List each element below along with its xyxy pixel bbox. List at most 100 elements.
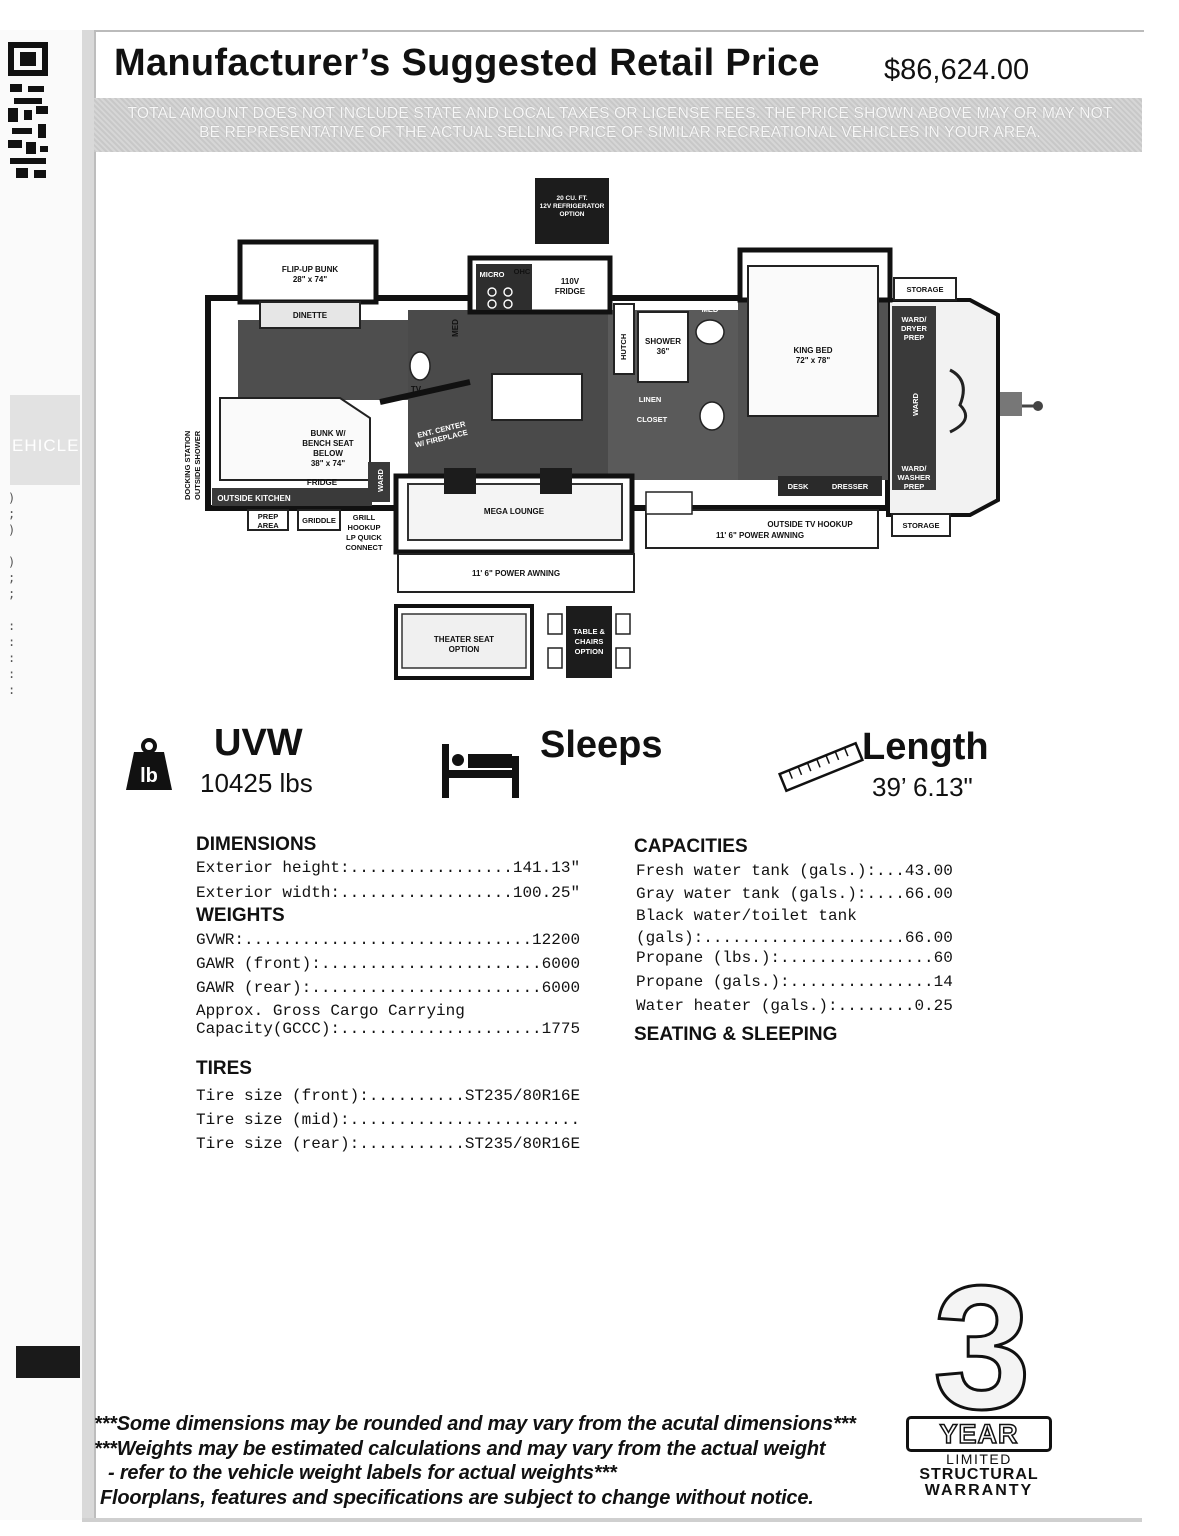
mega-lounge-label: MEGA LOUNGE	[484, 507, 545, 516]
ward-dryer-label-2: DRYER	[901, 324, 928, 333]
length-label: Length	[862, 726, 989, 768]
price-notice-line1: TOTAL AMOUNT DOES NOT INCLUDE STATE AND …	[127, 105, 1113, 122]
bed-icon	[442, 744, 519, 798]
toilet	[699, 401, 725, 431]
theater-seat-label-1: THEATER SEAT	[434, 635, 494, 644]
theater-seat-label-2: OPTION	[449, 645, 480, 654]
dimensions-header: DIMENSIONS	[196, 834, 317, 855]
dinette-label: DINETTE	[293, 311, 328, 320]
page-frame-bottom	[82, 1518, 1142, 1522]
ward-left-label: WARD	[376, 469, 385, 492]
flip-bunk-label-2: 28" x 74"	[293, 275, 327, 284]
bottom-awning	[397, 553, 635, 593]
price-notice-line2: BE REPRESENTATIVE OF THE ACTUAL SELLING …	[199, 124, 1041, 141]
seating-sleeping-header: SEATING & SLEEPING	[634, 1024, 838, 1045]
outside-kitchen-label: OUTSIDE KITCHEN	[217, 494, 291, 503]
awning-right-label: 11' 6" POWER AWNING	[716, 531, 804, 540]
price-notice-bar	[94, 98, 1142, 152]
ohc-label: OHC	[514, 267, 531, 276]
disclaimer-line2: ***Weights may be estimated calculations…	[94, 1437, 826, 1460]
footer-disclaimer: ***Some dimensions may be rounded and ma…	[94, 1412, 856, 1510]
kitchen-island	[491, 373, 583, 421]
shower-label-2: 36"	[657, 347, 670, 356]
shower-label-1: SHOWER	[645, 337, 681, 346]
warranty-limited: LIMITED	[946, 1451, 1012, 1467]
linen-label: LINEN	[639, 395, 662, 404]
uvw-label: UVW	[214, 722, 303, 764]
table-chairs-label-1: TABLE &	[573, 627, 606, 636]
med-right-label: MED	[702, 305, 719, 314]
tires-header: TIRES	[196, 1058, 252, 1079]
table-chairs-label-2: CHAIRS	[575, 637, 604, 646]
fridge-option-label-1: 20 CU. FT.	[556, 195, 587, 202]
fridge-option-box	[535, 178, 609, 244]
bunk-bench-label-1: BUNK W/	[310, 429, 346, 438]
fridge-110v-label-2: FRIDGE	[555, 287, 586, 296]
grill-label-1: GRILL	[353, 513, 376, 522]
dresser-label: DRESSER	[832, 482, 869, 491]
storage-top-label: STORAGE	[907, 285, 944, 294]
spec-tire-front: Tire size (front):..........ST235/80R16E	[196, 1087, 581, 1105]
warranty-year: YEAR	[906, 1416, 1052, 1452]
sink	[695, 319, 725, 345]
page-frame-left	[82, 30, 96, 1520]
warranty-structural: STRUCTURAL	[919, 1466, 1039, 1483]
king-bed-label-1: KING BED	[793, 346, 832, 355]
spec-gccc-line2: Capacity(GCCC):.....................1775	[196, 1020, 581, 1038]
entry-steps	[645, 491, 693, 515]
logo-mark	[949, 368, 968, 434]
spec-fresh-water: Fresh water tank (gals.):...43.00	[636, 862, 953, 880]
disclaimer-line3: - refer to the vehicle weight labels for…	[108, 1462, 617, 1484]
storage-bottom-label: STORAGE	[903, 521, 940, 530]
spec-exterior-width: Exterior width:..................100.25"	[196, 884, 581, 902]
bunk-bench-label-4: 38" x 74"	[311, 459, 345, 468]
spec-propane-lbs: Propane (lbs.):................60	[636, 949, 953, 967]
micro-label: MICRO	[480, 270, 505, 279]
spec-black-water-line2: (gals):.....................66.00	[636, 929, 953, 947]
spec-gawr-front: GAWR (front):.......................6000	[196, 955, 581, 973]
spec-propane-gals: Propane (gals.):...............14	[636, 973, 953, 991]
closet-label: CLOSET	[637, 415, 668, 424]
price-notice: TOTAL AMOUNT DOES NOT INCLUDE STATE AND …	[110, 104, 1130, 142]
spec-black-water-line1: Black water/toilet tank	[636, 907, 857, 925]
bunk-bench-label-3: BELOW	[313, 449, 343, 458]
weight-icon: lb	[126, 738, 172, 790]
floorplan-diagram: 20 CU. FT. 12V REFRIGERATOR OPTION KING …	[183, 178, 1043, 680]
griddle-label: GRIDDLE	[302, 516, 336, 525]
qr-code-icon	[8, 42, 48, 180]
spec-exterior-height: Exterior height:.................141.13"	[196, 859, 581, 877]
floor-living	[238, 320, 408, 400]
grill-label-4: CONNECT	[345, 543, 383, 552]
ward-washer-label-2: WASHER	[898, 473, 932, 482]
ward-washer-label-3: PREP	[904, 482, 924, 491]
table-chairs-label-3: OPTION	[575, 647, 604, 656]
ward-vertical-label: WARD	[911, 393, 920, 416]
fridge-option-label-2: 12V REFRIGERATOR	[540, 203, 605, 210]
weights-header: WEIGHTS	[196, 905, 285, 926]
flip-up-bunk	[237, 239, 379, 305]
disclaimer-line4: Floorplans, features and specifications …	[100, 1486, 814, 1509]
side-band-label: EHICLE	[12, 436, 80, 455]
weight-icon-text: lb	[140, 765, 158, 787]
ruler-icon	[777, 741, 865, 793]
bunk-bench-label-2: BENCH SEAT	[302, 439, 354, 448]
page-frame-top	[94, 30, 1144, 32]
med-left-label: MED	[451, 319, 460, 337]
spec-gray-water: Gray water tank (gals.):....66.00	[636, 885, 953, 903]
shower	[637, 311, 689, 383]
fridge-110v-label-1: 110V	[561, 277, 580, 286]
spec-gawr-rear: GAWR (rear):........................6000	[196, 979, 581, 997]
living-chair	[409, 351, 431, 381]
spec-tire-mid: Tire size (mid):........................	[196, 1111, 581, 1129]
fridge-option-label-3: OPTION	[560, 211, 585, 218]
grill-label-3: LP QUICK	[346, 533, 382, 542]
outside-tv-label: OUTSIDE TV HOOKUP	[767, 520, 853, 529]
docking-label-2: OUTSIDE SHOWER	[193, 430, 202, 500]
table-chairs-option	[566, 606, 612, 678]
hitch-ball	[1033, 401, 1043, 411]
warranty-badge: 3 YEAR LIMITED STRUCTURAL WARRANTY	[896, 1259, 1066, 1506]
spec-tire-rear: Tire size (rear):...........ST235/80R16E	[196, 1135, 581, 1153]
msrp-price: $86,624.00	[884, 54, 1030, 86]
dinette	[259, 301, 361, 329]
capacities-header: CAPACITIES	[634, 836, 748, 857]
